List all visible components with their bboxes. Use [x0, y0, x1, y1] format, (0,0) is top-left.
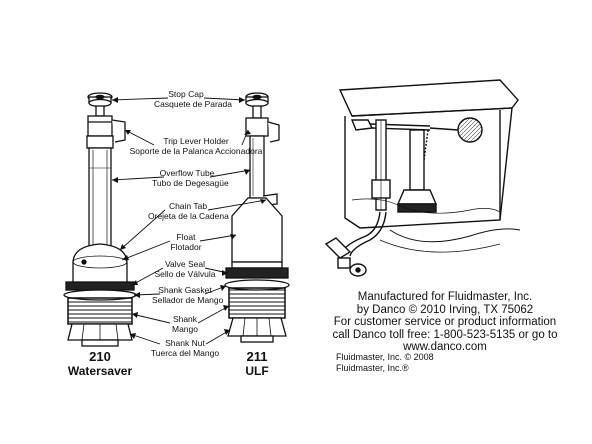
- label-valve-seal-en: Valve Seal: [164, 259, 205, 269]
- tank-cutaway: [324, 79, 521, 277]
- model-211-caption: 211 ULF: [232, 349, 282, 379]
- label-shank-en: Shank: [172, 314, 198, 324]
- model-210-number: 210: [89, 349, 111, 364]
- label-chain-tab-es: Orejeta de la Cadena: [148, 211, 229, 221]
- label-overflow-tube-en: Overflow Tube: [159, 168, 215, 178]
- label-float-en: Float: [176, 232, 196, 242]
- copyright-block: Fluidmaster, Inc. © 2008 Fluidmaster, In…: [336, 352, 556, 374]
- label-float-es: Flotador: [170, 242, 202, 252]
- website-line: www.danco.com: [403, 341, 487, 353]
- label-shank-nut: Shank Nut Tuerca del Mango: [148, 338, 222, 358]
- label-stop-cap-es: Casquete de Parada: [154, 99, 232, 109]
- label-shank-es: Mango: [172, 324, 198, 334]
- label-float: Float Flotador: [163, 232, 209, 252]
- valve-210: [63, 92, 137, 347]
- model-211-number: 211: [246, 349, 268, 364]
- service-line: For customer service or product informat…: [333, 316, 557, 328]
- model-211-name: ULF: [245, 364, 269, 378]
- label-trip-lever-holder: Trip Lever Holder Soporte de la Palanca …: [116, 136, 276, 156]
- label-shank-nut-es: Tuerca del Mango: [150, 348, 220, 358]
- copyright-line-2: Fluidmaster, Inc.®: [336, 363, 409, 373]
- label-stop-cap-en: Stop Cap: [168, 89, 204, 99]
- phone-line: call Danco toll free: 1-800-523-5135 or …: [332, 328, 558, 341]
- label-trip-lever-holder-es: Soporte de la Palanca Accionadora: [129, 146, 263, 156]
- label-shank-nut-en: Shank Nut: [165, 338, 205, 348]
- manufacturer-line: Manufactured for Fluidmaster, Inc.: [357, 291, 533, 303]
- label-chain-tab-en: Chain Tab: [168, 201, 208, 211]
- label-overflow-tube: Overflow Tube Tubo de Degesagüe: [152, 168, 229, 188]
- manufacturer-info: Manufactured for Fluidmaster, Inc. by Da…: [320, 291, 570, 354]
- label-valve-seal: Valve Seal Sello de Válvula: [152, 259, 218, 279]
- label-chain-tab: Chain Tab Orejeta de la Cadena: [148, 201, 229, 221]
- label-shank-gasket-es: Sellador de Mango: [152, 295, 224, 305]
- model-210-name: Watersaver: [67, 364, 133, 378]
- label-overflow-tube-es: Tubo de Degesagüe: [152, 178, 229, 188]
- label-valve-seal-es: Sello de Válvula: [154, 269, 216, 279]
- label-shank-gasket-en: Shank Gasket: [158, 285, 212, 295]
- model-210-caption: 210 Watersaver: [58, 349, 142, 379]
- label-stop-cap: Stop Cap Casquete de Parada: [154, 89, 232, 109]
- leader-arrows: [112, 97, 266, 339]
- label-shank: Shank Mango: [160, 314, 210, 334]
- label-trip-lever-holder-en: Trip Lever Holder: [163, 136, 229, 146]
- copyright-line-1: Fluidmaster, Inc. © 2008: [336, 352, 434, 362]
- distributor-line: by Danco © 2010 Irving, TX 75062: [356, 303, 534, 316]
- valve-211: [224, 92, 290, 343]
- label-shank-gasket: Shank Gasket Sellador de Mango: [152, 285, 224, 305]
